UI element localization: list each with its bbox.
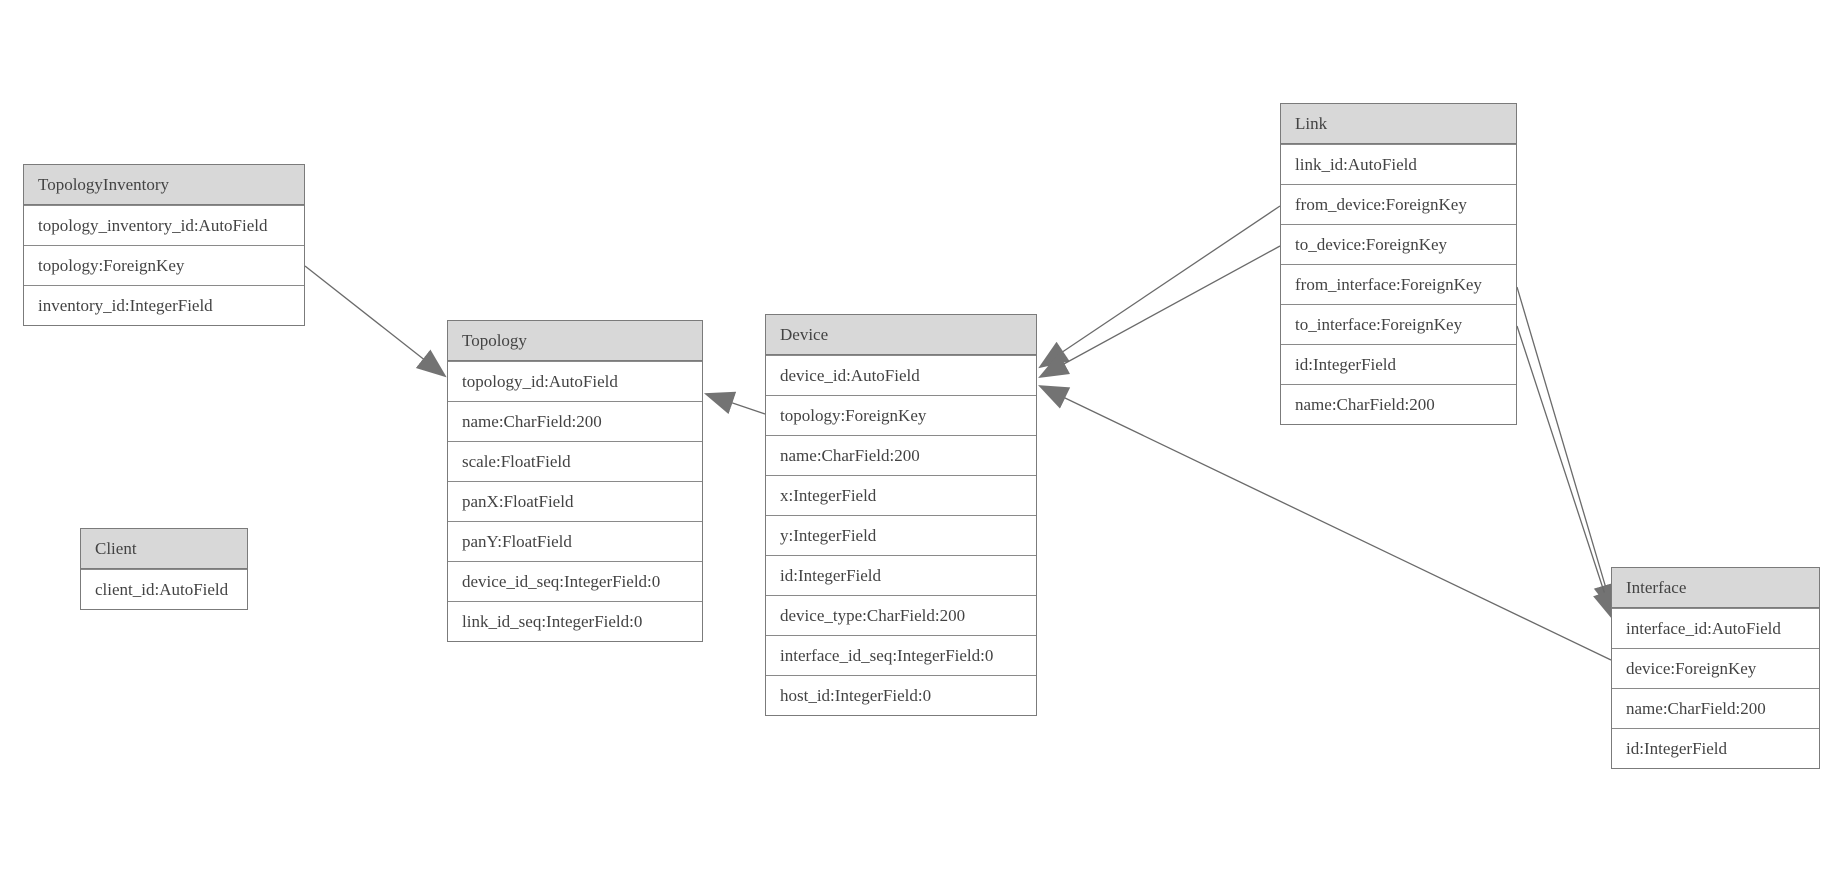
entity-title-client: Client [81,529,247,569]
field-row: device_id:AutoField [766,355,1036,395]
field-row: host_id:IntegerField:0 [766,675,1036,715]
field-row: interface_id:AutoField [1612,608,1819,648]
field-row: scale:FloatField [448,441,702,481]
field-row: link_id:AutoField [1281,144,1516,184]
edge-device-topology [703,391,766,415]
field-row: link_id_seq:IntegerField:0 [448,601,702,641]
field-row: topology_id:AutoField [448,361,702,401]
field-row: x:IntegerField [766,475,1036,515]
field-row: name:CharField:200 [1612,688,1819,728]
field-row: id:IntegerField [766,555,1036,595]
entity-title-topology: Topology [448,321,702,361]
field-row: topology_inventory_id:AutoField [24,205,304,245]
field-row: device_id_seq:IntegerField:0 [448,561,702,601]
entity-title-link: Link [1281,104,1516,144]
entity-title-device: Device [766,315,1036,355]
field-row: name:CharField:200 [766,435,1036,475]
field-row: topology:ForeignKey [24,245,304,285]
field-row: to_device:ForeignKey [1281,224,1516,264]
edge-link-from-interface [1516,286,1617,615]
edge-link-to-device [1038,245,1281,379]
field-row: to_interface:ForeignKey [1281,304,1516,344]
edge-topologyinventory-topology [304,265,447,378]
field-row: name:CharField:200 [448,401,702,441]
field-row: y:IntegerField [766,515,1036,555]
field-row: panX:FloatField [448,481,702,521]
edge-link-to-interface [1516,325,1616,622]
field-row: inventory_id:IntegerField [24,285,304,325]
field-row: id:IntegerField [1612,728,1819,768]
field-row: device_type:CharField:200 [766,595,1036,635]
field-row: name:CharField:200 [1281,384,1516,424]
entity-title-interface: Interface [1612,568,1819,608]
entity-title-topologyinventory: TopologyInventory [24,165,304,205]
field-row: id:IntegerField [1281,344,1516,384]
field-row: client_id:AutoField [81,569,247,609]
edge-interface-device [1038,385,1612,661]
field-row: device:ForeignKey [1612,648,1819,688]
field-row: interface_id_seq:IntegerField:0 [766,635,1036,675]
field-row: from_device:ForeignKey [1281,184,1516,224]
field-row: topology:ForeignKey [766,395,1036,435]
field-row: from_interface:ForeignKey [1281,264,1516,304]
field-row: panY:FloatField [448,521,702,561]
edge-link-from-device [1038,205,1281,369]
